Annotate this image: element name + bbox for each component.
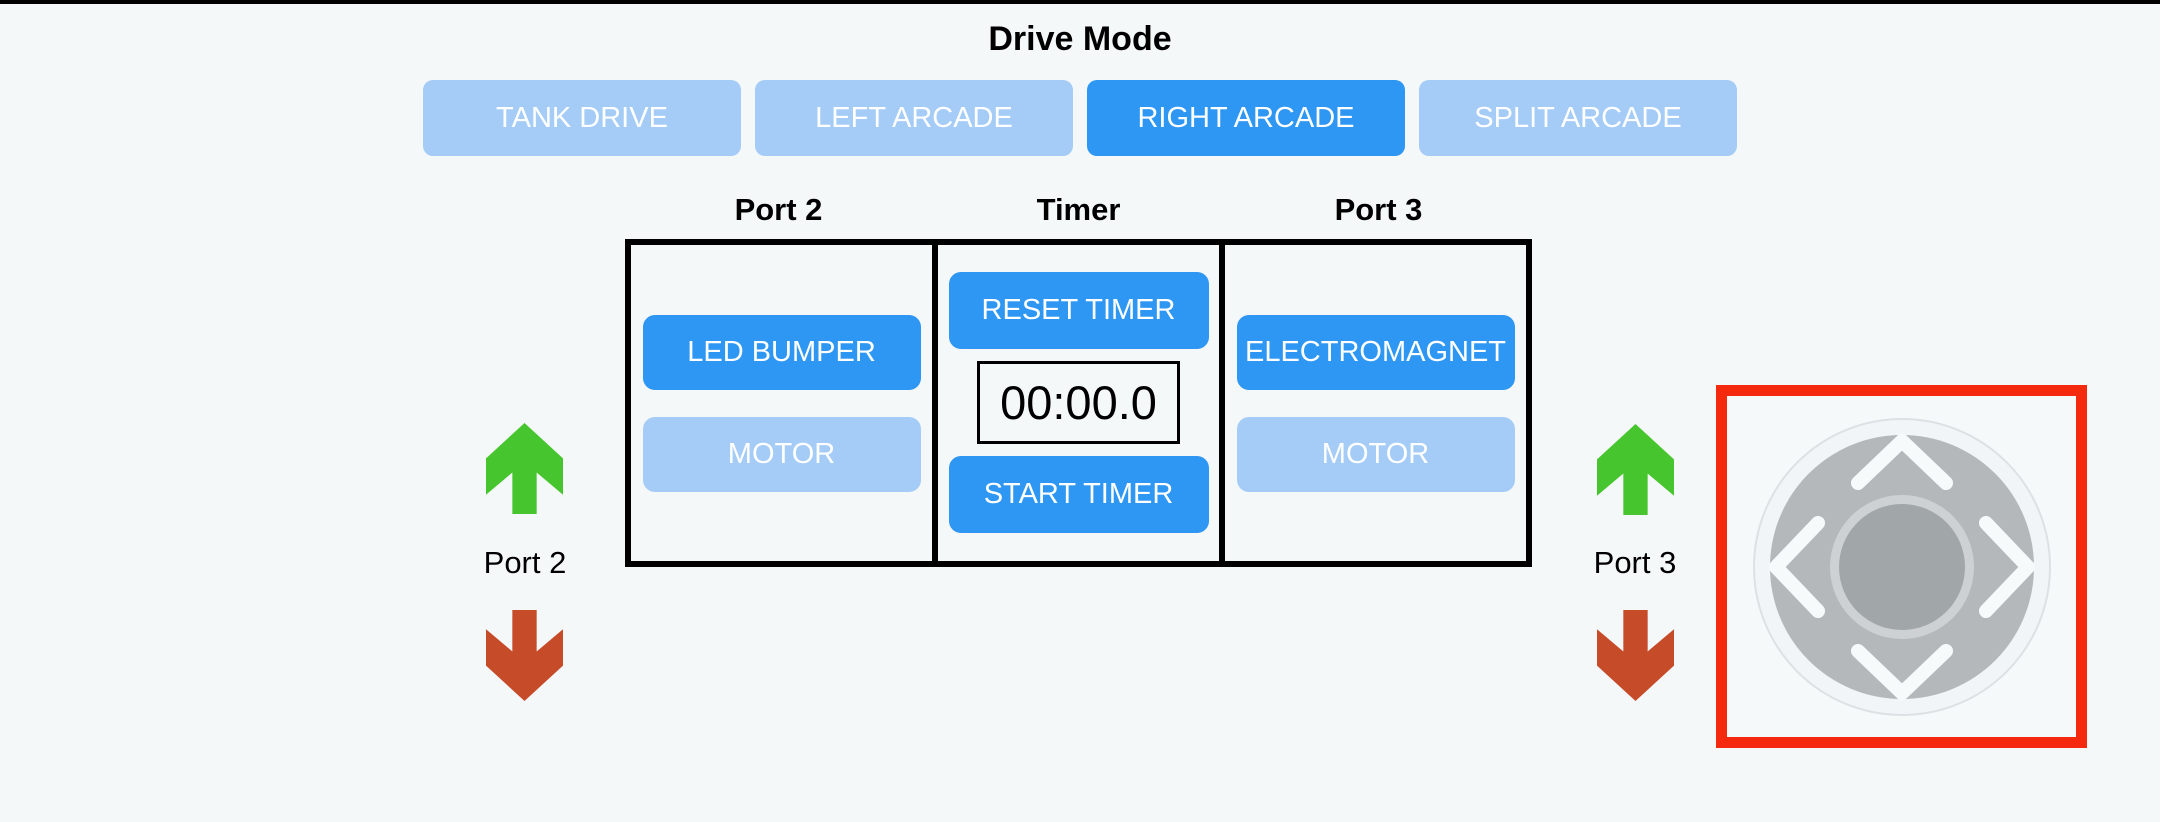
port2-arrow-label: Port 2	[483, 545, 567, 580]
led-bumper-button[interactable]: LED BUMPER	[642, 315, 921, 390]
port3-column: ELECTROMAGNET MOTOR	[1225, 245, 1526, 561]
port2-column-header: Port 2	[734, 192, 823, 227]
page-title: Drive Mode	[988, 20, 1172, 58]
drive-mode-selector: TANK DRIVE LEFT ARCADE RIGHT ARCADE SPLI…	[0, 80, 2160, 156]
chevron-down-icon[interactable]	[1850, 643, 1953, 700]
port2-motor-button[interactable]: MOTOR	[642, 417, 921, 492]
port3-arrow-label: Port 3	[1593, 545, 1677, 580]
port3-up-arrow-icon[interactable]	[1597, 424, 1674, 515]
electromagnet-button[interactable]: ELECTROMAGNET	[1236, 315, 1515, 390]
joystick[interactable]	[1746, 411, 2058, 723]
control-table: LED BUMPER MOTOR RESET TIMER 00:00.0 STA…	[625, 239, 1532, 567]
tank-drive-button[interactable]: TANK DRIVE	[423, 80, 741, 156]
right-arcade-button[interactable]: RIGHT ARCADE	[1087, 80, 1405, 156]
chevron-left-icon[interactable]	[1768, 515, 1825, 618]
window-top-border	[0, 0, 2160, 4]
timer-display: 00:00.0	[977, 361, 1180, 444]
port2-column: LED BUMPER MOTOR	[631, 245, 932, 561]
panel-column-headers: Port 2 Timer Port 3	[625, 192, 1532, 228]
timer-column-header: Timer	[1036, 192, 1121, 227]
timer-column: RESET TIMER 00:00.0 START TIMER	[932, 245, 1225, 561]
joystick-knob[interactable]	[1838, 503, 1965, 630]
split-arcade-button[interactable]: SPLIT ARCADE	[1419, 80, 1737, 156]
joystick-highlight-frame	[1716, 385, 2087, 748]
port3-motor-button[interactable]: MOTOR	[1236, 417, 1515, 492]
reset-timer-button[interactable]: RESET TIMER	[948, 272, 1209, 349]
port3-down-arrow-icon[interactable]	[1597, 610, 1674, 701]
start-timer-button[interactable]: START TIMER	[948, 456, 1209, 533]
port2-up-arrow-icon[interactable]	[486, 423, 563, 514]
port3-column-header: Port 3	[1334, 192, 1423, 227]
port2-down-arrow-icon[interactable]	[486, 610, 563, 701]
chevron-up-icon[interactable]	[1850, 433, 1953, 490]
chevron-right-icon[interactable]	[1978, 515, 2035, 618]
left-arcade-button[interactable]: LEFT ARCADE	[755, 80, 1073, 156]
